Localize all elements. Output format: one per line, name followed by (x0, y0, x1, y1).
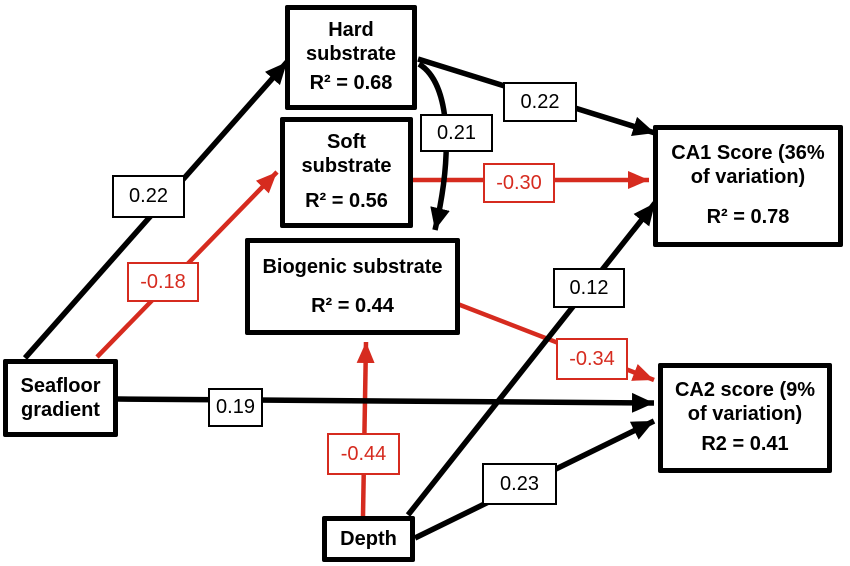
edge-depth-to-ca1 (405, 201, 658, 517)
node-depth-label: Depth (340, 527, 397, 550)
edge-label-seafloor-to-hard: 0.22 (112, 175, 185, 218)
node-hard-substrate: Hard substrate R² = 0.68 (285, 5, 417, 110)
edge-label-seafloor-to-soft: -0.18 (127, 262, 199, 302)
node-biogenic-substrate-label: Biogenic substrate (262, 256, 443, 278)
node-ca2-score-label: CA2 score (9% of variation) (674, 379, 816, 426)
edge-label-biogenic-to-ca2: -0.34 (556, 338, 628, 380)
node-ca2-score-r2: R2 = 0.41 (701, 432, 789, 455)
node-ca2-score: CA2 score (9% of variation) R2 = 0.41 (658, 363, 832, 473)
node-ca1-score-r2: R² = 0.78 (706, 205, 790, 228)
edge-label-depth-to-biogenic: -0.44 (327, 433, 400, 475)
edge-label-hard-to-biogenic: 0.21 (420, 114, 493, 152)
edge-label-hard-to-ca1: 0.22 (503, 82, 577, 122)
edge-label-depth-to-ca2: 0.23 (482, 463, 557, 505)
node-hard-substrate-label: Hard substrate (305, 19, 397, 66)
node-seafloor-gradient-label: Seafloor gradient (20, 374, 101, 421)
node-ca1-score: CA1 Score (36% of variation) R² = 0.78 (653, 125, 843, 247)
node-soft-substrate-label: Soft substrate (301, 131, 392, 178)
node-seafloor-gradient: Seafloor gradient (3, 359, 118, 437)
edge-label-seafloor-to-ca2: 0.19 (208, 388, 263, 427)
node-soft-substrate-r2: R² = 0.56 (305, 189, 388, 212)
edge-seafloor-to-ca2 (117, 392, 655, 413)
edge-label-depth-to-ca1: 0.12 (553, 268, 625, 308)
edge-depth-to-biogenic (356, 341, 375, 517)
node-depth: Depth (322, 516, 415, 562)
node-soft-substrate: Soft substrate R² = 0.56 (280, 117, 413, 228)
node-biogenic-substrate: Biogenic substrate R² = 0.44 (245, 238, 460, 335)
node-ca1-score-label: CA1 Score (36% of variation) (671, 142, 825, 189)
node-biogenic-substrate-r2: R² = 0.44 (311, 294, 394, 317)
node-hard-substrate-r2: R² = 0.68 (309, 71, 393, 94)
edge-label-soft-to-ca1: -0.30 (483, 163, 555, 203)
